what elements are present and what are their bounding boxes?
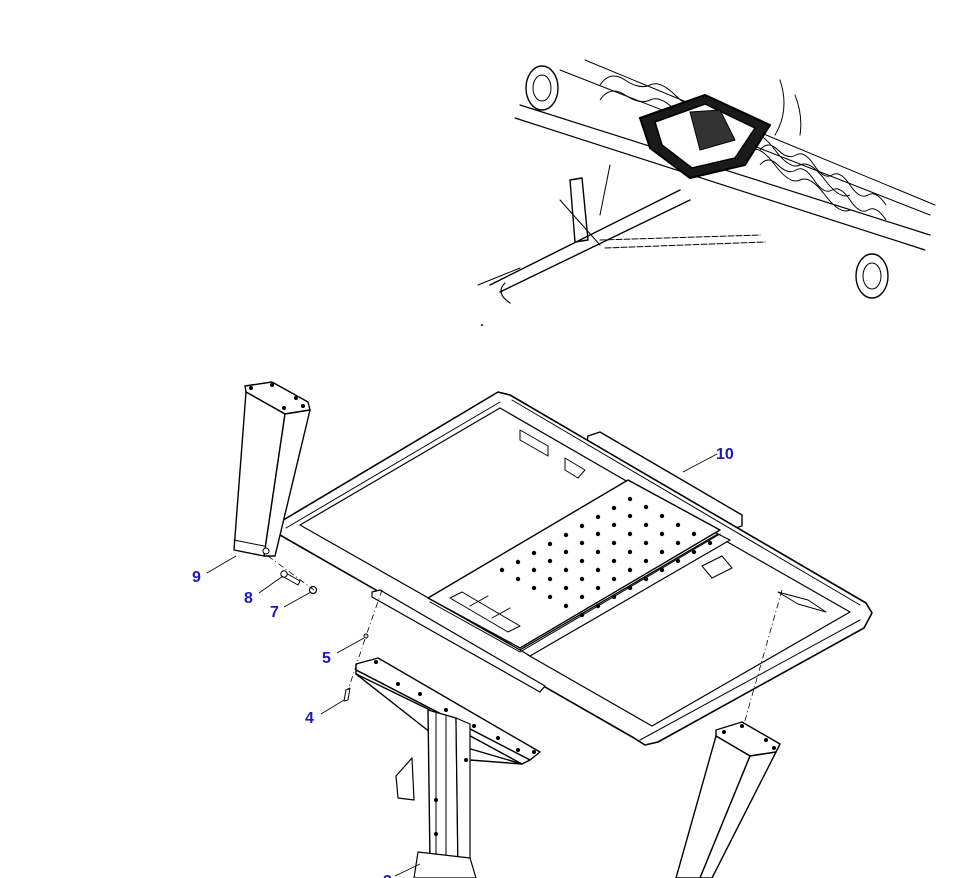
center-stand [355, 657, 541, 878]
right-leg [675, 721, 781, 878]
callout-3: 3 [383, 873, 392, 878]
callout-4: 4 [305, 710, 314, 727]
callout-labels: 10 9 8 7 5 4 3 [192, 446, 734, 878]
frame-assembly [279, 391, 873, 746]
callout-10: 10 [716, 446, 734, 463]
deck-perforations [499, 496, 713, 618]
callout-8: 8 [244, 590, 253, 607]
callout-7: 7 [270, 604, 279, 621]
left-leg [233, 381, 311, 557]
machine-overview-illustration [477, 59, 936, 326]
leader-lines [206, 453, 718, 877]
callout-5: 5 [322, 650, 331, 667]
callout-9: 9 [192, 569, 201, 586]
alignment-lines [267, 555, 783, 725]
hardware [280, 570, 369, 702]
